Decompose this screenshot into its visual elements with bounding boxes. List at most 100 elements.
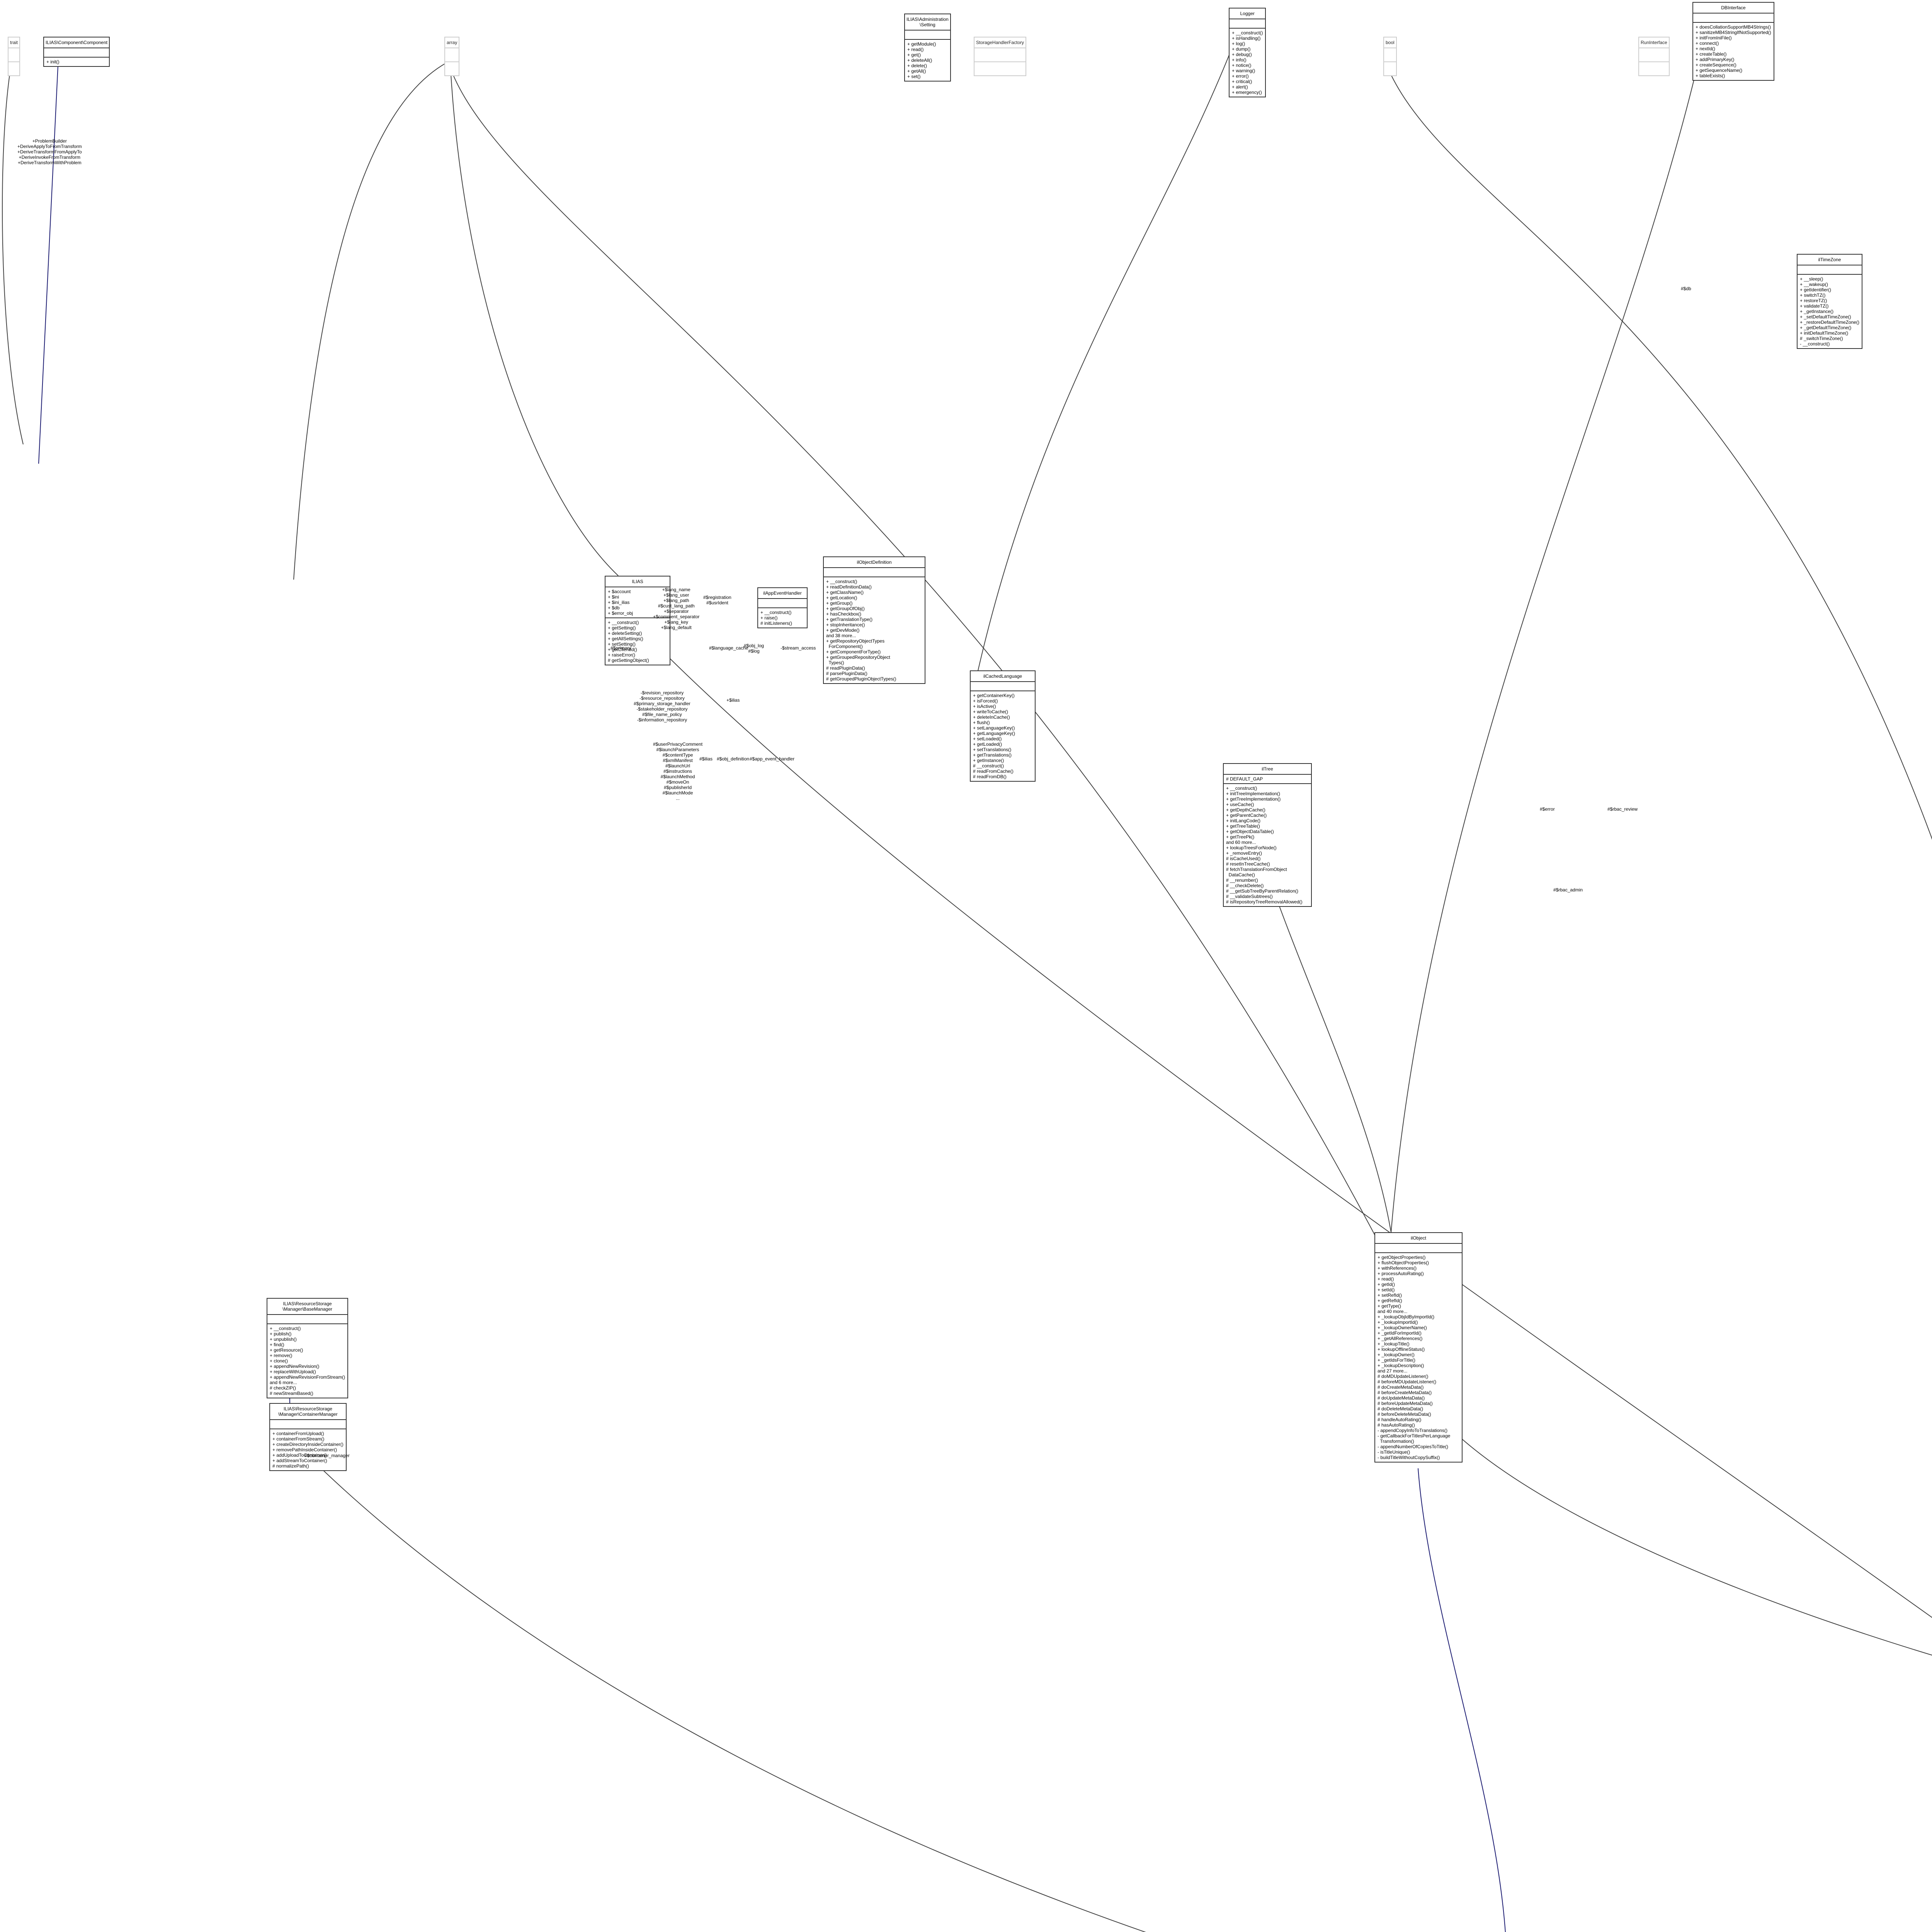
class-box-run_interface[interactable]: RunInterface	[1638, 37, 1670, 76]
class-box-trait[interactable]: trait	[8, 37, 20, 76]
class-operations: + __construct()+ isHandling()+ log()+ du…	[1230, 29, 1265, 97]
operation: + lookupOfflineStatus()	[1378, 1347, 1425, 1352]
class-attributes	[905, 31, 950, 40]
class-operations: + __construct()+ getSetting()+ deleteSet…	[605, 618, 670, 665]
edge-label: +$lang_name +$lang_user +$lang_path #$cu…	[653, 587, 700, 630]
class-name: ILIAS\Component\Component	[44, 37, 109, 48]
operation: + getLoaded()	[973, 742, 1002, 747]
operation: # _switchTimeZone()	[1800, 336, 1843, 341]
class-box-logger[interactable]: Logger + __construct()+ isHandling()+ log…	[1229, 8, 1266, 97]
operation: + critical()	[1232, 79, 1252, 84]
class-box-admin_setting[interactable]: ILIAS\Administration \Setting+ getModule…	[904, 14, 951, 82]
operation: - getCallbackForTitlesPerLanguage Transf…	[1378, 1433, 1451, 1444]
operation: + _lookupTitle()	[1378, 1341, 1410, 1347]
operation: + stopInheritance()	[826, 622, 865, 628]
class-box-time_zone[interactable]: ilTimeZone+ __sleep()+ __wakeup()+ getId…	[1797, 254, 1862, 349]
operation: + getGroupOfObj()	[826, 606, 865, 611]
operation: + error()	[1232, 73, 1249, 79]
class-box-il_object[interactable]: ilObject+ getObjectProperties()+ flushOb…	[1374, 1232, 1463, 1463]
operation: # beforeMDUpdateListener()	[1378, 1379, 1437, 1384]
operation: # __validateSubtrees()	[1226, 894, 1273, 899]
operation: + getSetting()	[608, 625, 636, 631]
class-box-bool[interactable]: bool	[1383, 37, 1397, 76]
operation: + unpublish()	[270, 1337, 297, 1342]
class-box-storage_handler_factory[interactable]: StorageHandlerFactory	[974, 37, 1027, 76]
operation: + debug()	[1232, 52, 1252, 57]
operation: + createSequence()	[1696, 62, 1736, 68]
class-operations: + containerFromUpload()+ containerFromSt…	[270, 1429, 346, 1470]
class-attributes	[758, 599, 807, 608]
class-box-base_manager[interactable]: ILIAS\ResourceStorage \Manager\BaseManag…	[267, 1298, 349, 1398]
operation: + isActive()	[973, 704, 996, 709]
class-name: Logger	[1230, 9, 1265, 19]
operation: # normalizePath()	[272, 1463, 309, 1469]
operation: + __construct()	[270, 1326, 301, 1331]
operation: - appendCopyInfoToTranslations()	[1378, 1428, 1447, 1433]
operation: + getRefId()	[1378, 1298, 1402, 1303]
attribute: # DEFAULT_GAP	[1226, 776, 1263, 782]
operation: + appendNewRevision()	[270, 1364, 320, 1369]
operation: + setTranslations()	[973, 747, 1012, 752]
operation: # beforeCreateMetaData()	[1378, 1390, 1432, 1395]
class-box-obj_definition[interactable]: ilObjectDefinition+ __construct()+ readD…	[823, 556, 925, 684]
class-attributes	[445, 48, 459, 62]
operation: + isHandling()	[1232, 36, 1261, 41]
operation: + getTreePk()	[1226, 834, 1255, 840]
operation: # checkZIP()	[270, 1385, 296, 1391]
edge-label: +ProblemBuilder +DeriveApplyToFromTransf…	[17, 138, 82, 165]
edge-label: #$language_cache	[709, 645, 748, 651]
class-name: ILIAS\ResourceStorage \Manager\BaseManag…	[267, 1299, 348, 1315]
operation: # newStreamBased()	[270, 1391, 313, 1396]
class-box-db_interface[interactable]: DBInterface+ doesCollationSupportMB4Stri…	[1692, 2, 1774, 81]
class-name: DBInterface	[1693, 3, 1774, 14]
operation: and 60 more...	[1226, 840, 1256, 845]
operation: + deleteAll()	[907, 58, 932, 63]
operation: # parsePluginData()	[826, 671, 867, 676]
operation: + __construct()	[760, 610, 792, 615]
edge-label: #$container_manager	[304, 1453, 350, 1458]
operation: + containerFromStream()	[272, 1436, 325, 1442]
operation: + getGroup()	[826, 600, 853, 606]
edge-tree-ilobject	[1267, 873, 1391, 1233]
edge-array-3	[450, 61, 619, 576]
edge-logger	[977, 46, 1233, 673]
class-box-cached_language[interactable]: ilCachedLanguage+ getContainerKey()+ isF…	[970, 670, 1036, 782]
class-name: RunInterface	[1639, 37, 1669, 48]
operation: - __construct()	[1800, 341, 1830, 347]
operation: + getLanguageKey()	[973, 731, 1015, 736]
operation: + _lookupImportId()	[1378, 1320, 1418, 1325]
class-box-container_manager[interactable]: ILIAS\ResourceStorage \Manager\Container…	[269, 1403, 347, 1471]
operation: + dump()	[1232, 46, 1251, 52]
edge-ilobject-objcmixapi	[1429, 1406, 1932, 1656]
operation: + getContainerKey()	[973, 693, 1015, 698]
edge-label: #$db	[1681, 286, 1691, 291]
operation: # readFromCache()	[973, 769, 1014, 774]
operation: # fetchTranslationFromObject DataCache()	[1226, 867, 1287, 878]
operation: + clone()	[270, 1358, 288, 1364]
class-attributes	[1693, 14, 1774, 23]
operation: # doCreateMetaData()	[1378, 1384, 1424, 1390]
operation: + addStreamToContainer()	[272, 1458, 327, 1463]
class-box-array[interactable]: array	[444, 37, 460, 76]
operation: + notice()	[1232, 63, 1252, 68]
class-box-app_event_handler[interactable]: ilAppEventHandler+ __construct()+ raise(…	[757, 587, 808, 628]
operation: + read()	[1378, 1276, 1394, 1282]
operation: and 40 more...	[1378, 1309, 1408, 1314]
class-box-tree[interactable]: ilTree# DEFAULT_GAP+ __construct()+ init…	[1223, 763, 1312, 907]
class-operations: + getModule()+ read()+ get()+ deleteAll(…	[905, 40, 950, 81]
class-operations: + getContainerKey()+ isForced()+ isActiv…	[971, 691, 1035, 781]
operation: # __checkDelete()	[1226, 883, 1264, 888]
operation: + getModule()	[907, 41, 936, 47]
class-name: ILIAS	[605, 577, 670, 587]
operation: + setLanguageKey()	[973, 725, 1015, 731]
operation: + set()	[907, 74, 921, 79]
operation: + __construct()	[608, 620, 639, 625]
operation: + deleteInCache()	[973, 714, 1010, 720]
operation: + switchTZ()	[1800, 293, 1826, 298]
operation: + appendNewRevisionFromStream()	[270, 1374, 345, 1380]
class-operations	[975, 62, 1026, 75]
class-box-ilias[interactable]: ILIAS+ $account+ $ini+ $ini_ilias+ $db+ …	[605, 576, 670, 665]
edge-label: +$ilias	[726, 697, 740, 703]
operation: # __renumber()	[1226, 878, 1258, 883]
class-box-component[interactable]: ILIAS\Component\Component+ init()	[43, 37, 110, 67]
